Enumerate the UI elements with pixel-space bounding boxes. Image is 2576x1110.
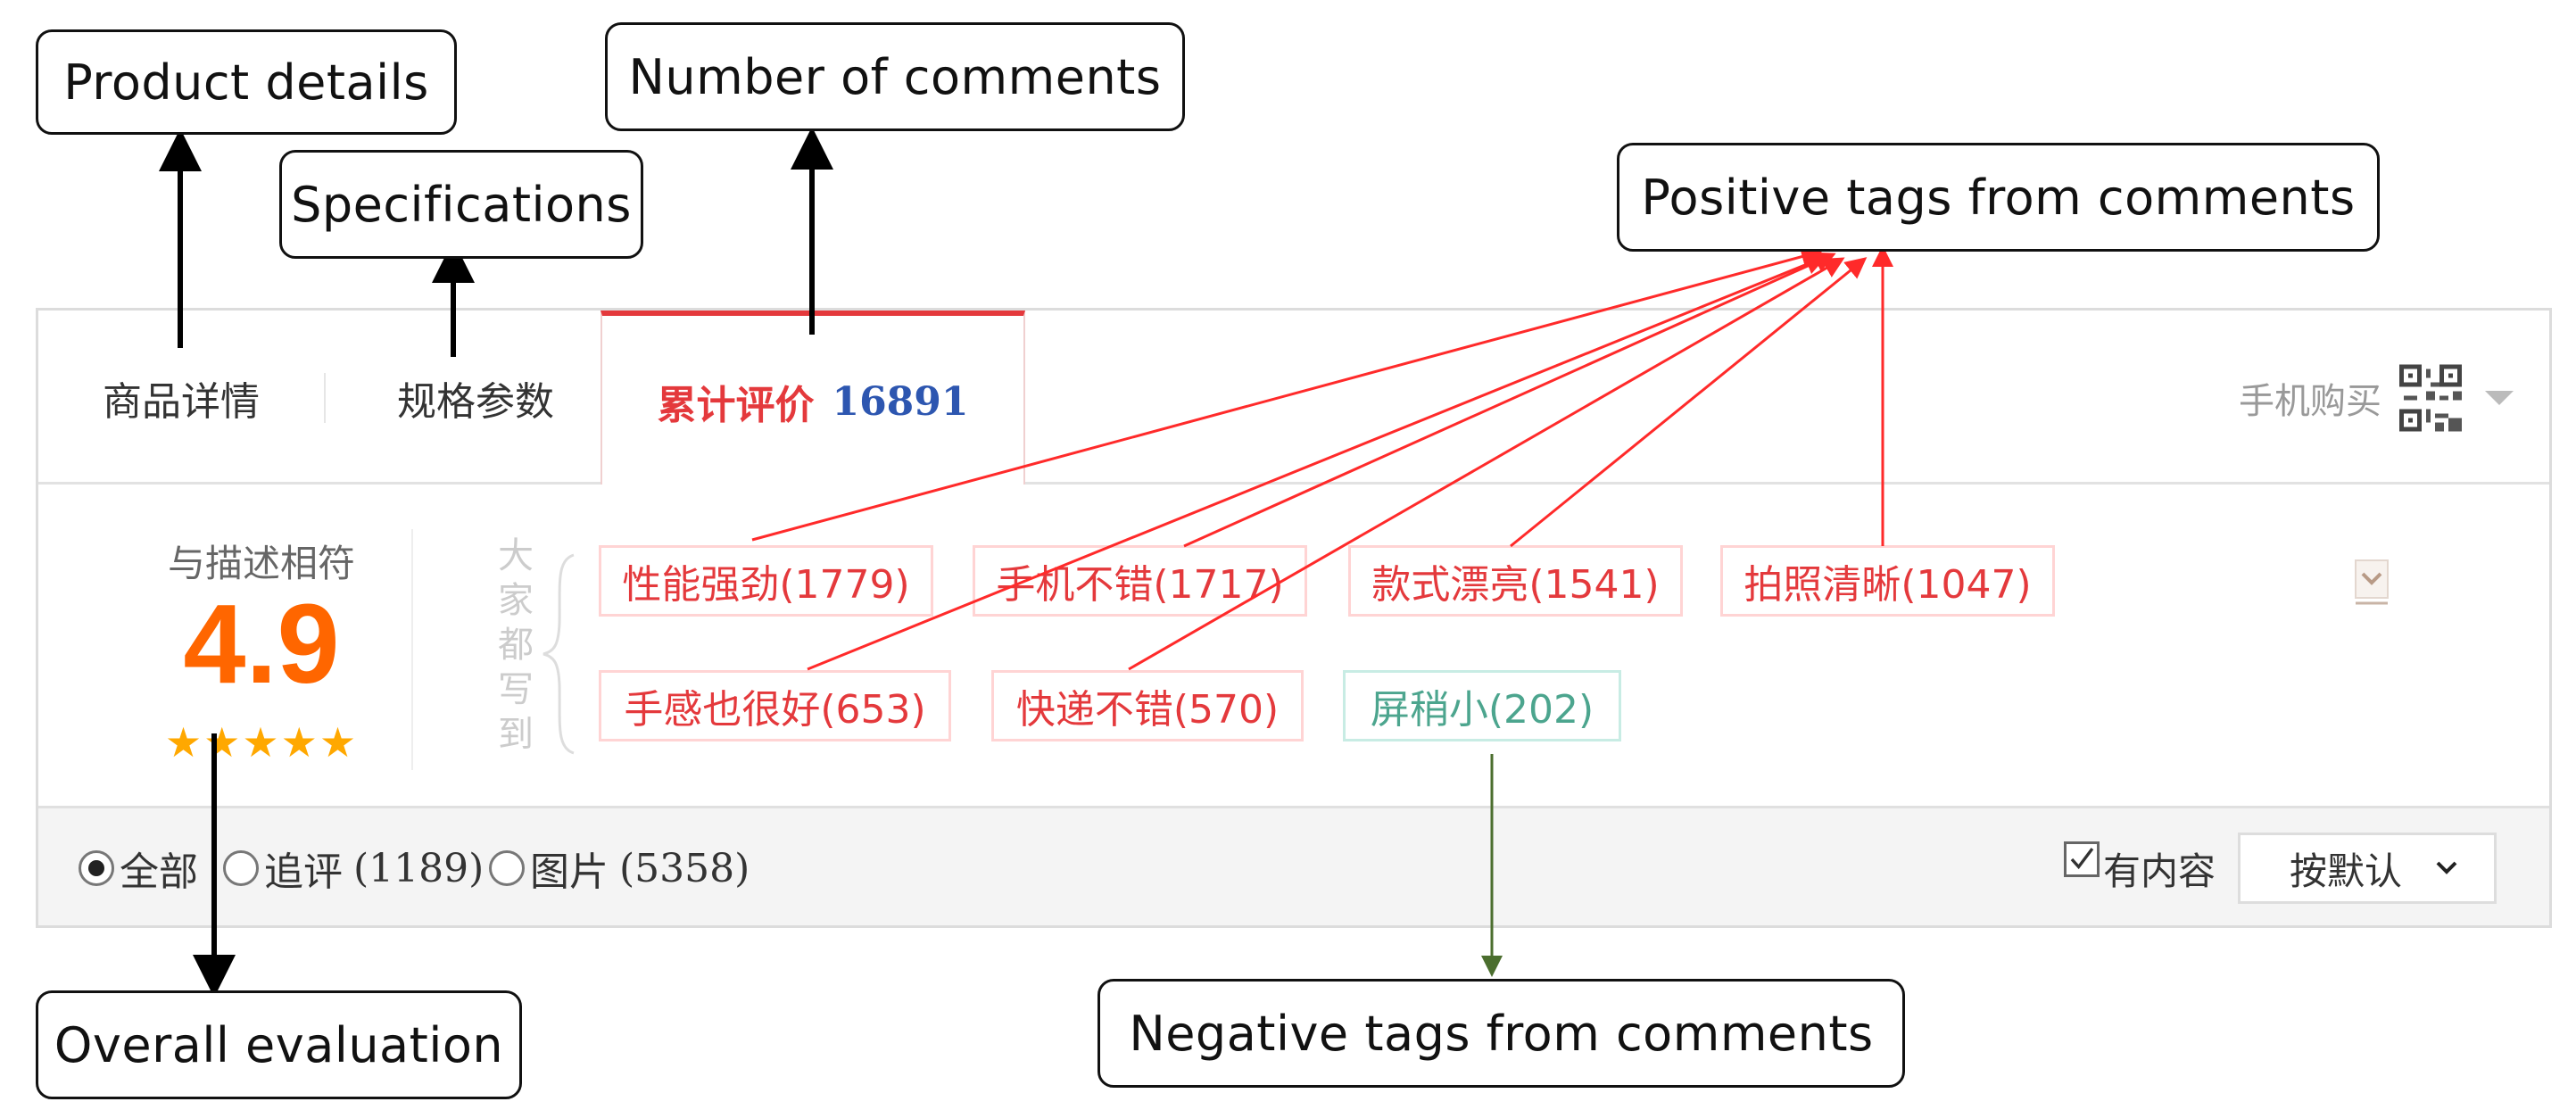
rating-divider [411, 529, 413, 770]
tag-label: 手感也很好(653) [624, 687, 926, 733]
filter-all-label: 全部 [120, 849, 198, 895]
tab-reviews-label: 累计评价 [657, 383, 815, 428]
filter-images-label: 图片 [530, 849, 609, 895]
chevron-down-icon [2436, 861, 2457, 874]
overall-score: 4.9 [183, 581, 340, 707]
callout-product-details: Product details [36, 29, 457, 135]
checkbox-checked-icon[interactable] [2064, 841, 2100, 877]
dropdown-caret-icon [2485, 390, 2514, 405]
tag-label: 屏稍小(202) [1370, 687, 1594, 733]
callout-specifications-text: Specifications [291, 176, 632, 233]
callout-positive-tags-text: Positive tags from comments [1641, 169, 2356, 226]
positive-tag[interactable]: 快递不错(570) [991, 670, 1304, 741]
radio-selected-icon[interactable] [79, 850, 114, 886]
tags-heading: 大家都写到 [498, 535, 534, 755]
positive-tag[interactable]: 性能强劲(1779) [599, 545, 933, 617]
expand-tags-icon[interactable] [2354, 559, 2390, 605]
review-count: 16891 [832, 378, 969, 425]
tab-product-details[interactable]: 商品详情 [38, 311, 324, 485]
radio-icon[interactable] [223, 850, 259, 886]
star-rating: ★★★★★ [164, 718, 359, 766]
positive-tag[interactable]: 拍照清晰(1047) [1720, 545, 2055, 617]
filter-bar: 全部 追评 (1189) 图片 (5358) 有内容 按默认 [38, 806, 2549, 925]
filter-follow-up-label: 追评 [264, 849, 343, 895]
mobile-buy-button[interactable]: 手机购买 [2239, 311, 2514, 485]
has-content-filter[interactable]: 有内容 [2064, 808, 2216, 928]
positive-tag[interactable]: 手感也很好(653) [599, 670, 951, 741]
callout-number-of-comments: Number of comments [605, 22, 1185, 131]
filter-follow-up-count: (1189) [353, 845, 485, 891]
positive-tag[interactable]: 款式漂亮(1541) [1348, 545, 1683, 617]
filter-images[interactable]: 图片 (5358) [489, 808, 750, 928]
mobile-buy-label: 手机购买 [2239, 380, 2381, 422]
qr-code-icon [2399, 364, 2462, 431]
callout-negative-tags-text: Negative tags from comments [1129, 1005, 1874, 1062]
sort-dropdown[interactable]: 按默认 [2238, 832, 2497, 904]
callout-specifications: Specifications [279, 150, 643, 259]
sort-label: 按默认 [2290, 849, 2403, 893]
has-content-label: 有内容 [2103, 849, 2216, 893]
positive-tag[interactable]: 手机不错(1717) [973, 545, 1307, 617]
tab-divider [324, 373, 326, 423]
filter-follow-up[interactable]: 追评 (1189) [223, 808, 484, 928]
rating-summary: 与描述相符 4.9 ★★★★★ 大家都写到 性能强劲(1779) 手机不错(17… [38, 485, 2549, 806]
brace-icon [543, 553, 575, 755]
callout-positive-tags: Positive tags from comments [1617, 143, 2380, 252]
callout-overall-evaluation: Overall evaluation [36, 990, 522, 1099]
tab-reviews[interactable]: 累计评价 16891 [601, 311, 1025, 487]
callout-overall-evaluation-text: Overall evaluation [54, 1016, 504, 1073]
tab-specifications[interactable]: 规格参数 [342, 311, 609, 485]
callout-product-details-text: Product details [63, 54, 429, 111]
radio-icon[interactable] [489, 850, 525, 886]
callout-number-of-comments-text: Number of comments [628, 48, 1162, 105]
tag-label: 快递不错(570) [1015, 687, 1280, 733]
tag-label: 性能强劲(1779) [622, 562, 910, 608]
filter-all[interactable]: 全部 [79, 808, 198, 928]
review-panel: 商品详情 规格参数 累计评价 16891 手机购买 [36, 308, 2552, 928]
tag-label: 款式漂亮(1541) [1371, 562, 1660, 608]
negative-tag[interactable]: 屏稍小(202) [1343, 670, 1621, 741]
tag-label: 手机不错(1717) [996, 562, 1284, 608]
tab-bar: 商品详情 规格参数 累计评价 16891 手机购买 [38, 311, 2549, 487]
tab-product-details-label: 商品详情 [103, 378, 260, 425]
tab-specifications-label: 规格参数 [397, 378, 554, 425]
tag-label: 拍照清晰(1047) [1744, 562, 2032, 608]
filter-images-count: (5358) [619, 845, 750, 891]
callout-negative-tags: Negative tags from comments [1097, 979, 1905, 1088]
score-label: 与描述相符 [167, 542, 355, 585]
